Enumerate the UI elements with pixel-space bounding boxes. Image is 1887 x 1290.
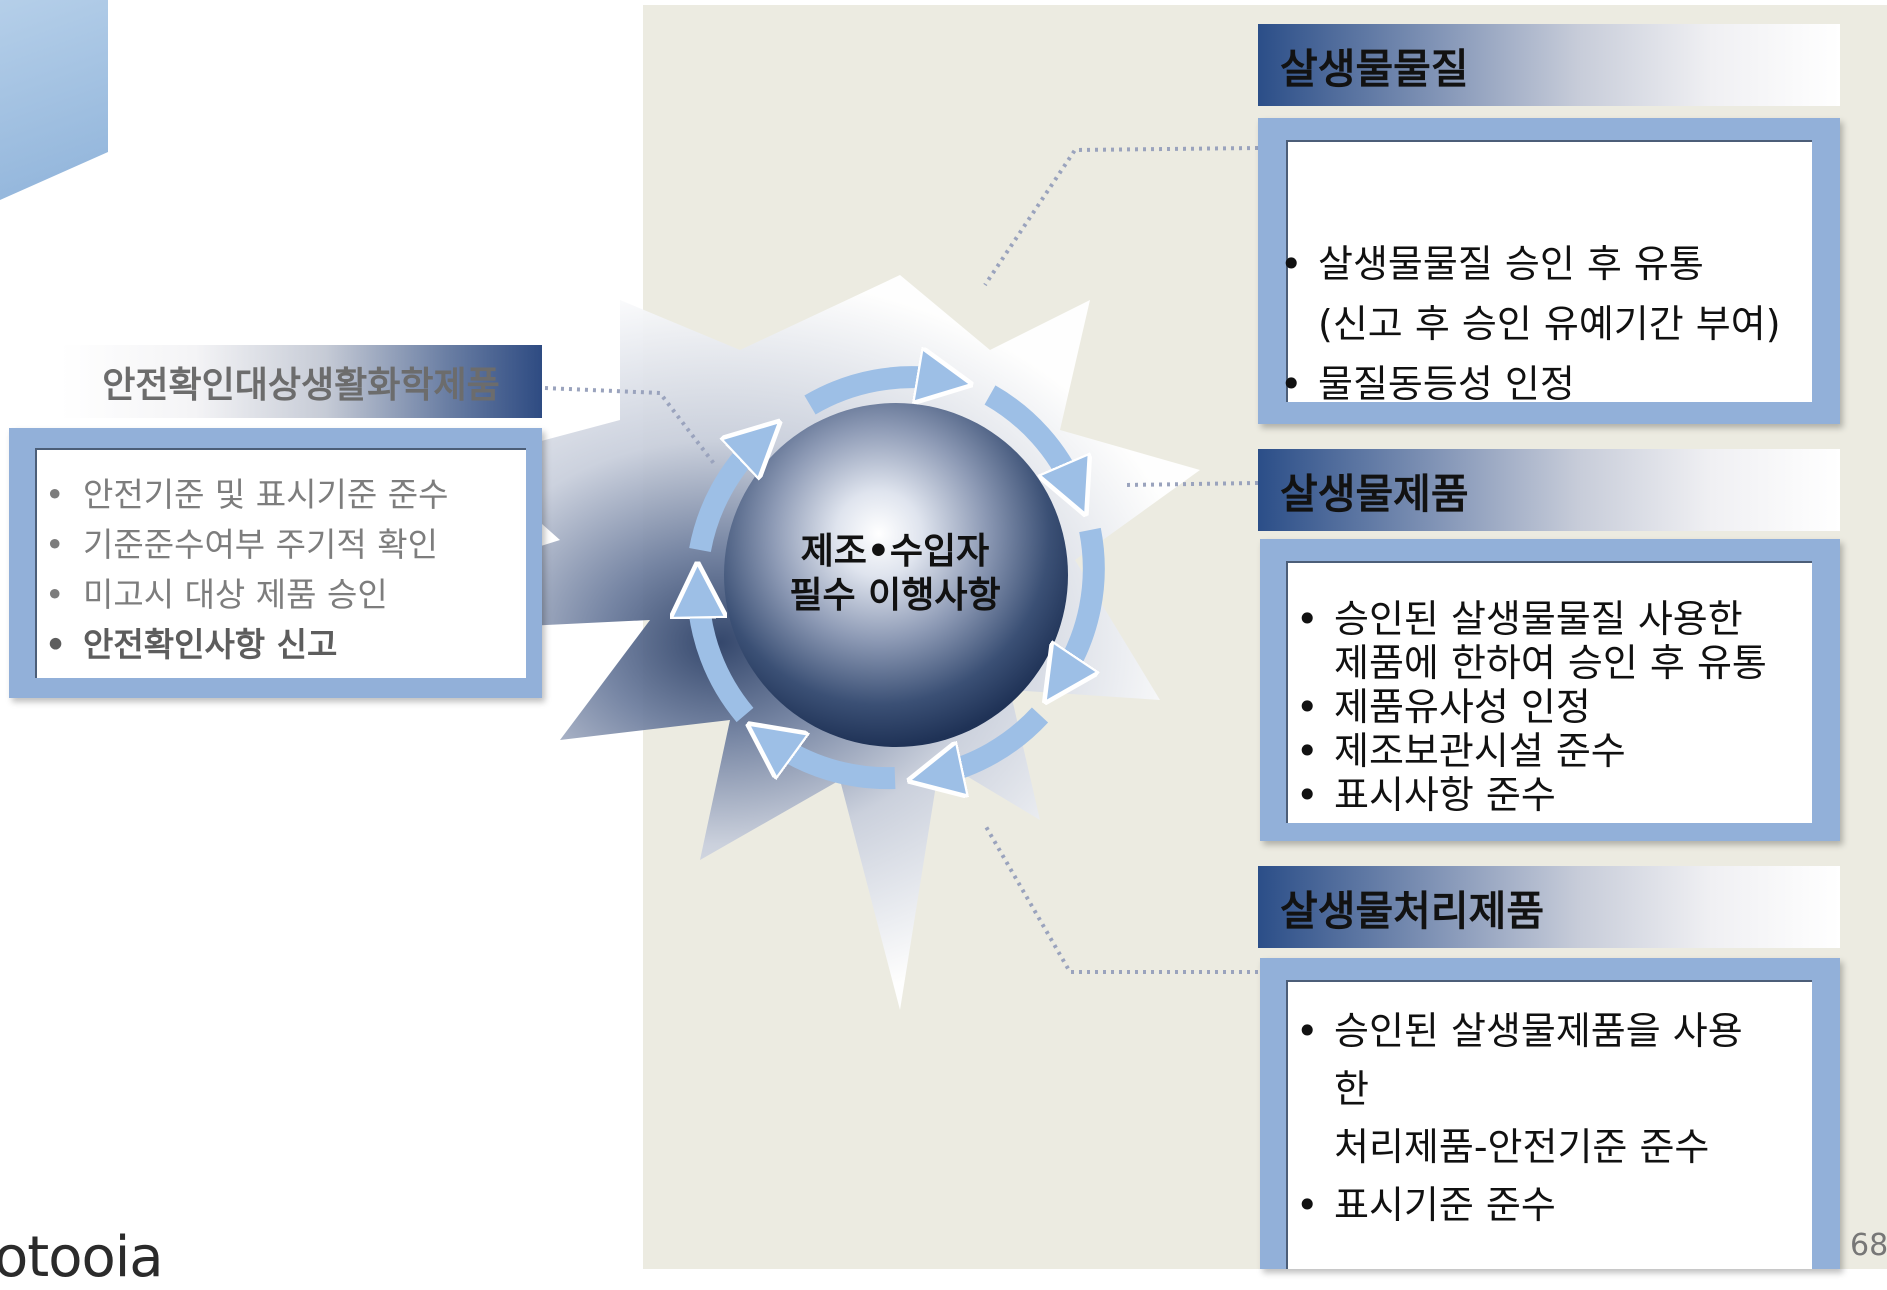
right-card-3-list: 승인된 살생물제품을 사용 한 처리제품-안전기준 준수 표시기준 준수 xyxy=(1288,1002,1812,1234)
right-card-3-item: 표시기준 준수 xyxy=(1288,1176,1812,1234)
right-card-2-item: 승인된 살생물물질 사용한 제품에 한하여 승인 후 유통 xyxy=(1288,597,1812,685)
center-label: 제조•수입자 필수 이행사항 xyxy=(745,530,1045,618)
right-card-1-list: 살생물물질 승인 후 유통 (신고 후 승인 유예기간 부여) 물질동등성 인정 xyxy=(1272,234,1812,414)
right-card-2-item: 제품유사성 인정 xyxy=(1288,685,1812,729)
right-card-1-item: 물질동등성 인정 xyxy=(1272,354,1812,414)
left-card: 안전기준 및 표시기준 준수 기준준수여부 주기적 확인 미고시 대상 제품 승… xyxy=(9,428,542,698)
right-card-3-title: 살생물처리제품 xyxy=(1258,866,1840,948)
left-card-title: 안전확인대상생활화학제품 xyxy=(60,345,542,418)
dotted-connectors xyxy=(544,146,1259,974)
right-card-1-item: 살생물물질 승인 후 유통 (신고 후 승인 유예기간 부여) xyxy=(1272,234,1812,354)
page-number: 68 xyxy=(1850,1228,1887,1263)
right-card-2-item: 표시사항 준수 xyxy=(1288,773,1812,817)
center-label-line1: 제조•수입자 xyxy=(800,531,990,572)
right-card-2: 승인된 살생물물질 사용한 제품에 한하여 승인 후 유통 제품유사성 인정 제… xyxy=(1260,539,1840,841)
right-card-2-list: 승인된 살생물물질 사용한 제품에 한하여 승인 후 유통 제품유사성 인정 제… xyxy=(1288,597,1812,817)
left-card-item: 미고시 대상 제품 승인 xyxy=(37,570,526,620)
left-card-item: 안전확인사항 신고 xyxy=(37,620,526,670)
logo: otooia xyxy=(0,1225,164,1290)
right-card-3: 승인된 살생물제품을 사용 한 처리제품-안전기준 준수 표시기준 준수 xyxy=(1260,958,1840,1269)
right-card-1-body: 살생물물질 승인 후 유통 (신고 후 승인 유예기간 부여) 물질동등성 인정 xyxy=(1280,140,1812,414)
right-card-3-item: 승인된 살생물제품을 사용 한 처리제품-안전기준 준수 xyxy=(1288,1002,1812,1176)
right-card-1-title: 살생물물질 xyxy=(1258,24,1840,106)
left-card-body: 안전기준 및 표시기준 준수 기준준수여부 주기적 확인 미고시 대상 제품 승… xyxy=(35,448,526,678)
right-card-2-body: 승인된 살생물물질 사용한 제품에 한하여 승인 후 유통 제품유사성 인정 제… xyxy=(1286,561,1812,823)
left-card-list: 안전기준 및 표시기준 준수 기준준수여부 주기적 확인 미고시 대상 제품 승… xyxy=(37,470,526,670)
center-sphere xyxy=(724,403,1068,747)
center-label-line2: 필수 이행사항 xyxy=(789,575,1001,616)
left-card-item: 안전기준 및 표시기준 준수 xyxy=(37,470,526,520)
right-card-3-body: 승인된 살생물제품을 사용 한 처리제품-안전기준 준수 표시기준 준수 xyxy=(1286,980,1812,1269)
right-card-2-item: 제조보관시설 준수 xyxy=(1288,729,1812,773)
cycle-arrows xyxy=(698,377,1105,778)
left-card-item: 기준준수여부 주기적 확인 xyxy=(37,520,526,570)
right-card-2-title: 살생물제품 xyxy=(1258,449,1840,531)
right-card-1: 살생물물질 승인 후 유통 (신고 후 승인 유예기간 부여) 물질동등성 인정 xyxy=(1258,118,1840,424)
